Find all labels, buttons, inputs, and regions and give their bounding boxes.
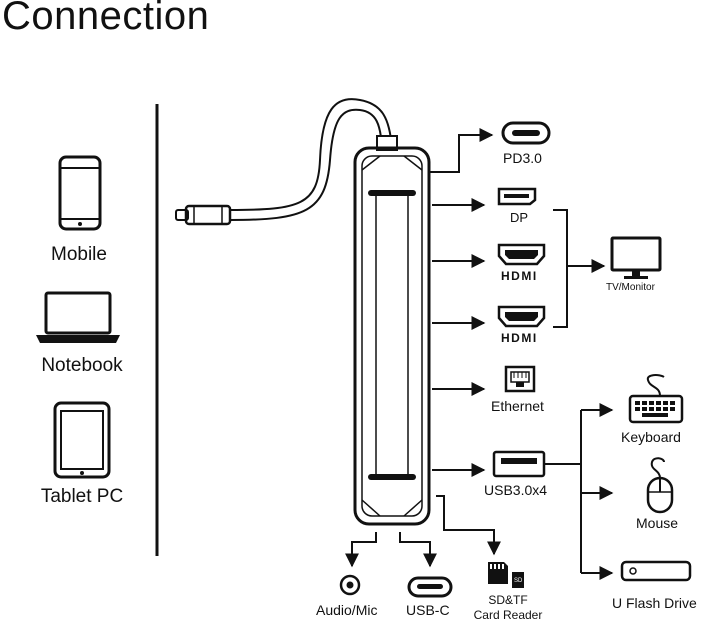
tablet-label: Tablet PC xyxy=(41,486,123,507)
pd-line xyxy=(430,128,494,173)
cable xyxy=(229,98,393,211)
sdtf-label-line2: Card Reader xyxy=(474,608,543,622)
monitor-icon xyxy=(610,236,662,279)
tv-label: TV/Monitor xyxy=(606,282,656,293)
notebook-label: Notebook xyxy=(41,355,123,376)
usbc-label: USB-C xyxy=(406,602,450,618)
usbc-line xyxy=(399,532,437,568)
keyboard-label: Keyboard xyxy=(621,429,681,445)
mouse-icon xyxy=(646,457,674,514)
ethernet-label: Ethernet xyxy=(491,398,544,414)
audio-label: Audio/Mic xyxy=(316,602,377,618)
flash-label: U Flash Drive xyxy=(612,595,697,611)
cable-inner xyxy=(229,108,383,221)
laptop-icon xyxy=(36,291,120,343)
sdtf-label-line1: SD&TF xyxy=(488,593,527,607)
hdmi-port-icon xyxy=(497,305,546,328)
hdmi-port-icon xyxy=(497,243,546,266)
ethernet-port-icon xyxy=(504,365,536,393)
phone-icon xyxy=(58,155,102,231)
pd-label: PD3.0 xyxy=(503,150,542,166)
audio-line xyxy=(345,532,377,568)
usb-c-port-icon xyxy=(407,576,453,598)
mouse-label: Mouse xyxy=(636,515,678,531)
tablet-icon xyxy=(53,401,111,479)
usb-c-port-icon xyxy=(501,121,551,145)
svg-text:SD: SD xyxy=(514,578,523,584)
audio-jack-icon xyxy=(339,574,361,596)
keyboard-icon xyxy=(628,374,684,424)
hub-icon xyxy=(353,146,431,526)
tv-bracket xyxy=(553,209,568,328)
sd-card-icon: SD xyxy=(488,562,524,588)
usb-c-plug-icon xyxy=(175,204,232,226)
flash-drive-icon xyxy=(620,560,692,582)
hdmi2-label: HDMI xyxy=(501,331,538,345)
page-title: Connection xyxy=(2,0,210,38)
usb-a-port-icon xyxy=(492,450,546,478)
mobile-label: Mobile xyxy=(51,244,107,265)
dp-label: DP xyxy=(510,210,528,225)
displayport-icon xyxy=(497,187,537,206)
hdmi1-label: HDMI xyxy=(501,269,538,283)
sdtf-line xyxy=(436,495,501,556)
usb3-label: USB3.0x4 xyxy=(484,482,547,498)
